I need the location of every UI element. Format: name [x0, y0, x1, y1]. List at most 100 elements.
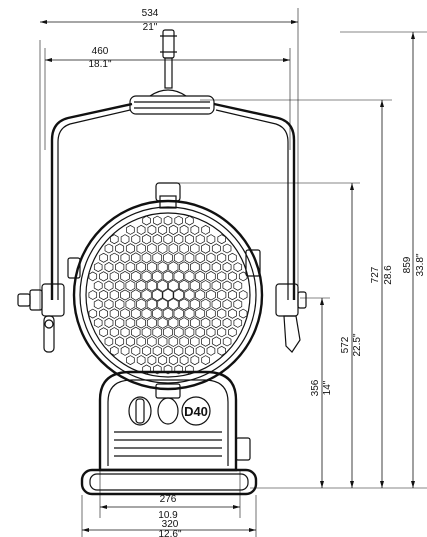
lens-cell	[153, 364, 162, 375]
lens-cell	[104, 299, 114, 310]
lens-cell	[174, 215, 183, 226]
lens-cell	[99, 308, 108, 319]
lens-cell	[211, 261, 221, 273]
lens-cell	[217, 308, 227, 319]
lens-cell	[206, 345, 216, 356]
foot	[80, 468, 258, 496]
lens-cell	[109, 271, 119, 282]
lens-cell	[174, 233, 184, 245]
lens-cell	[201, 243, 211, 254]
lens-cell	[217, 271, 227, 282]
lens-cell	[179, 354, 189, 366]
lens-cell	[174, 345, 184, 357]
lens-cell	[190, 261, 200, 273]
lens-cell	[110, 345, 119, 356]
lens-cell	[131, 326, 141, 338]
lens-cell	[157, 243, 168, 254]
lens-cell	[190, 224, 200, 235]
lens-cell	[157, 261, 168, 273]
lens-cell	[206, 289, 216, 301]
lens-cell	[126, 355, 135, 366]
lens-cell	[217, 327, 227, 338]
lens-cell	[190, 355, 200, 366]
lens-cell	[109, 327, 119, 338]
lens-cell	[179, 224, 189, 236]
lens-cell	[163, 252, 173, 264]
lens-cell	[151, 288, 163, 302]
lens-cell	[99, 252, 108, 263]
lens-cell	[185, 215, 194, 226]
lens-cell	[201, 336, 211, 347]
lens-cell	[115, 336, 125, 347]
lens-cell	[163, 326, 173, 338]
pivot-height-in: 14"	[322, 380, 333, 395]
lens-cell	[115, 298, 125, 310]
lens-cell	[146, 261, 157, 273]
lens-cell	[168, 243, 179, 254]
lens-cell	[179, 317, 190, 329]
lens-cell	[125, 317, 136, 329]
lens-cell	[178, 298, 190, 311]
lens-cell	[109, 308, 119, 319]
lens-cell	[184, 270, 195, 283]
lens-cell	[93, 299, 103, 310]
lens-cell	[222, 317, 232, 329]
lens-cell	[179, 336, 189, 347]
overall-height-mm: 859	[402, 256, 413, 273]
lens-cell	[93, 262, 103, 273]
lens-cell	[178, 279, 190, 292]
lens-cell	[141, 307, 152, 320]
lens-cell	[179, 243, 189, 254]
foot-width-in: 12.6"	[158, 529, 181, 537]
lens-cell	[120, 252, 130, 264]
lens-cell	[189, 279, 200, 292]
overall-width-in: 21"	[143, 22, 158, 33]
lens-cell	[184, 233, 194, 245]
lens-cell	[233, 299, 243, 310]
lens-cell	[211, 243, 221, 254]
lens-cell	[195, 234, 205, 245]
model-badge	[181, 396, 211, 426]
left-tilt-knob	[17, 283, 65, 353]
lens-cell	[217, 252, 227, 263]
lens-cell	[93, 317, 103, 328]
lens-cell	[158, 354, 168, 366]
lens-cell	[222, 261, 232, 273]
lens-cell	[152, 326, 163, 338]
yoke-width-in: 18.1"	[88, 59, 111, 70]
lens-cell	[228, 289, 237, 301]
head-height-dimension: 572 22.5"	[175, 182, 363, 488]
lens-cell	[168, 224, 178, 236]
lens-cell	[217, 289, 227, 301]
lens-cell	[211, 280, 221, 292]
lens-cell	[142, 364, 151, 375]
lens-cell	[173, 326, 184, 338]
lens-cell	[184, 252, 195, 264]
lens-cell	[115, 280, 125, 292]
lens-cell	[146, 317, 157, 329]
lens-cell	[190, 243, 200, 254]
lens-cell	[88, 271, 98, 282]
lens-cell	[136, 261, 146, 273]
lens-cell	[162, 288, 174, 302]
lens-cell	[142, 215, 151, 226]
lens-cell	[141, 270, 152, 283]
lens-cell	[201, 355, 210, 366]
lens-cell	[195, 326, 205, 338]
lens-cell	[168, 261, 179, 273]
fixture-head	[67, 182, 264, 399]
lens-cell	[157, 298, 168, 311]
lens-cell	[184, 307, 195, 320]
lens-cell	[238, 271, 248, 282]
fresnel-lens-grid	[88, 215, 248, 375]
lens-cell	[163, 364, 173, 375]
lens-cell	[238, 308, 248, 319]
lens-cell	[115, 317, 125, 329]
lens-cell	[158, 224, 168, 236]
lens-cell	[147, 243, 157, 254]
lens-cell	[104, 243, 114, 254]
lens-cell	[136, 355, 146, 366]
lens-cell	[152, 233, 162, 245]
lens-cell	[157, 317, 168, 329]
lens-cell	[131, 252, 141, 264]
